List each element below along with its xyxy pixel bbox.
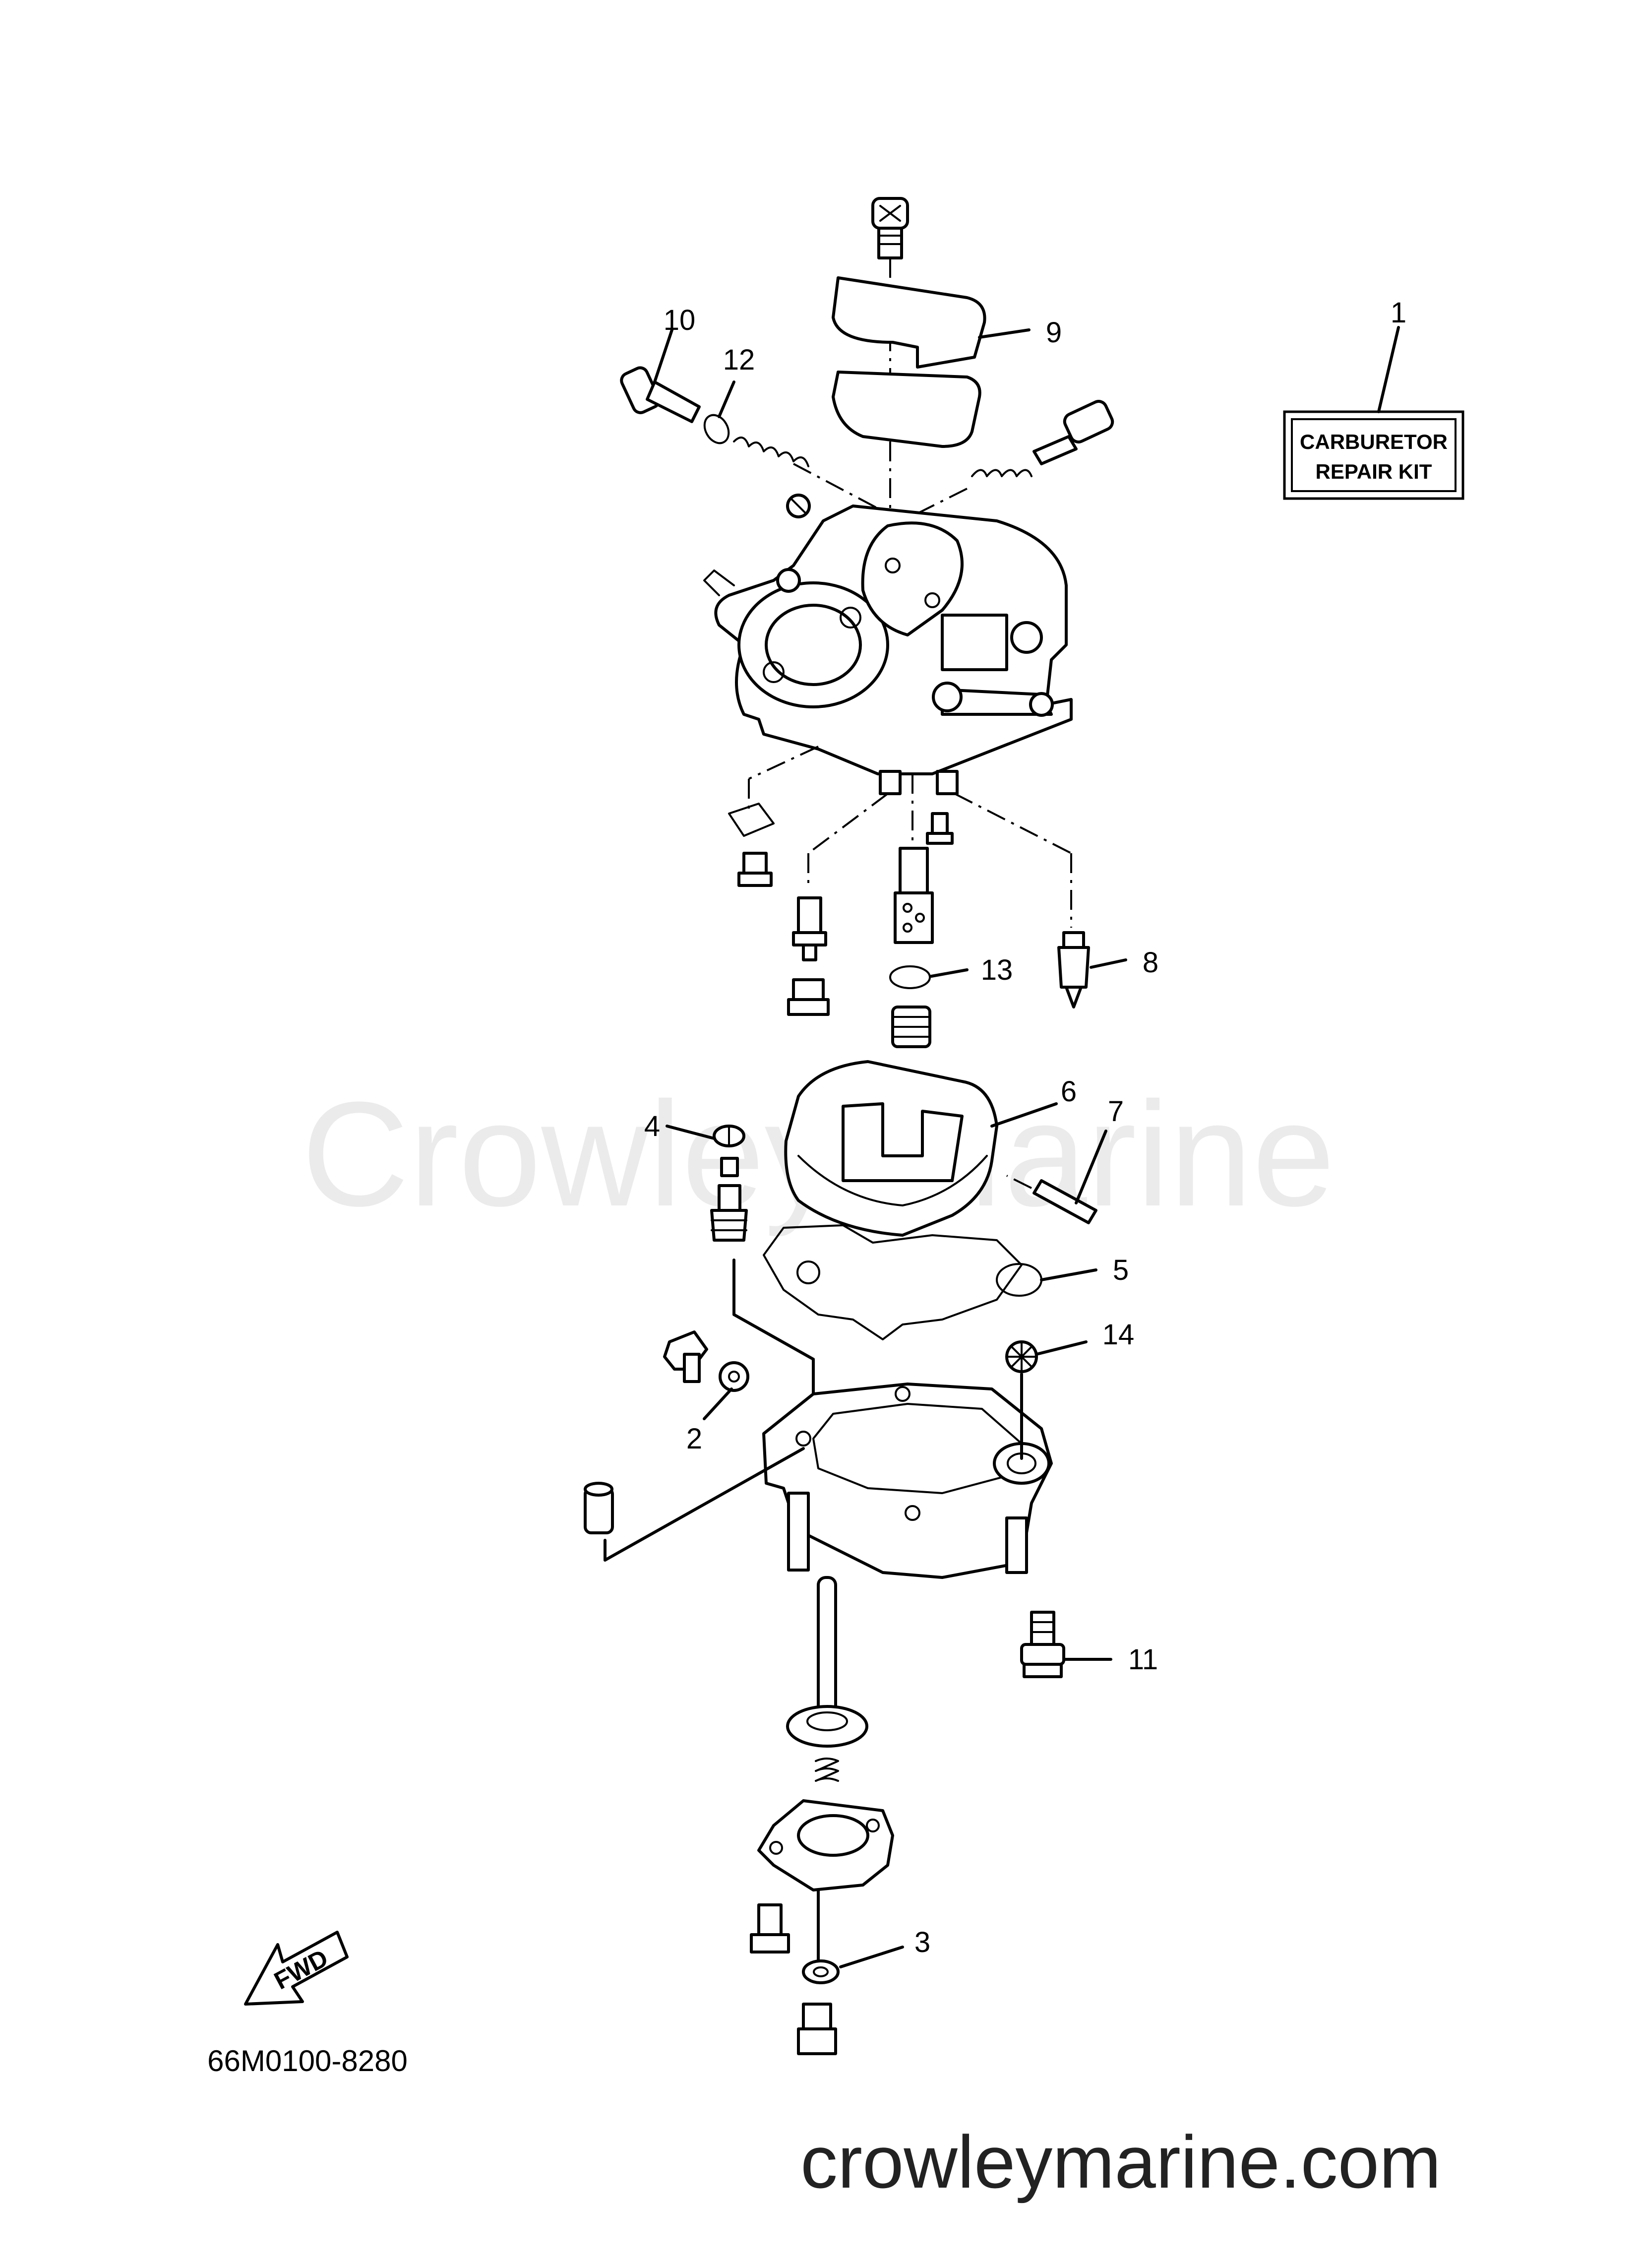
pump-screw-top — [750, 1903, 790, 1953]
float-bowl — [762, 1383, 1053, 1579]
callout-9: 9 — [1046, 316, 1062, 349]
callout-7: 7 — [1108, 1095, 1124, 1128]
repair-kit-box: CARBURETOR REPAIR KIT — [1283, 410, 1464, 500]
pump-screw-bottom — [797, 2003, 837, 2055]
diagram-code: 66M0100-8280 — [207, 2044, 408, 2078]
callout-14: 14 — [1102, 1319, 1135, 1351]
callout-12: 12 — [723, 344, 755, 376]
callout-5: 5 — [1113, 1254, 1129, 1286]
needle-valve-8 — [1057, 931, 1090, 1008]
pilot-spring — [733, 437, 883, 512]
o-ring-12 — [703, 414, 730, 444]
gasket-9 — [832, 371, 981, 448]
kit-label-line2: REPAIR KIT — [1316, 460, 1432, 483]
carburetor-body — [703, 494, 1073, 795]
pilot-screw-10 — [620, 366, 701, 423]
main-nozzle — [894, 847, 934, 944]
callout-11: 11 — [1128, 1643, 1158, 1676]
callout-1: 1 — [1391, 297, 1406, 329]
valve-4 — [710, 1125, 748, 1242]
callout-8: 8 — [1143, 946, 1158, 979]
callout-3: 3 — [914, 1926, 930, 1958]
small-screw-b — [926, 812, 954, 845]
callout-13: 13 — [981, 954, 1013, 986]
float-6 — [784, 1060, 998, 1237]
filter-14 — [1005, 1340, 1038, 1460]
right-adjust-screw — [912, 400, 1114, 517]
gasket-5 — [763, 1224, 1042, 1340]
screw-11 — [1020, 1611, 1065, 1678]
pilot-jet — [792, 896, 827, 961]
pump-rod — [786, 1576, 868, 1748]
drain-washer — [728, 803, 775, 837]
drain-plug — [663, 1330, 708, 1383]
small-screw-a — [737, 852, 773, 887]
plug-bolt — [891, 1006, 931, 1048]
washer-3 — [802, 1959, 840, 1984]
pump-cover — [757, 1799, 894, 1966]
callout-4: 4 — [644, 1110, 660, 1142]
bowl-pin — [584, 1482, 614, 1534]
callout-6: 6 — [1061, 1075, 1077, 1108]
fwd-arrow-icon: FWD — [244, 1931, 349, 2006]
diaphragm-cover — [832, 276, 986, 369]
washer-2 — [719, 1361, 749, 1392]
callout-10: 10 — [664, 304, 696, 336]
pump-spring — [815, 1758, 839, 1782]
website-text: crowleymarine.com — [800, 2120, 1441, 2204]
kit-label-line1: CARBURETOR — [1300, 430, 1448, 453]
o-ring-13 — [889, 965, 931, 989]
main-jet — [787, 978, 830, 1016]
callout-2: 2 — [686, 1423, 702, 1455]
